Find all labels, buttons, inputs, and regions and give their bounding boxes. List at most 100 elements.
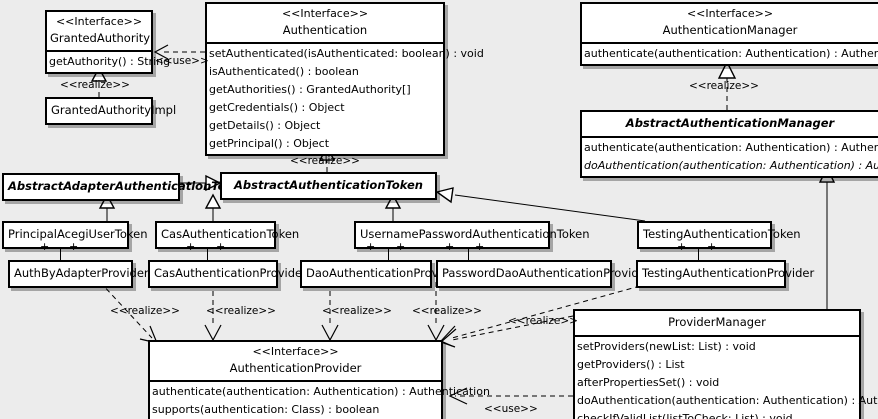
class-header: CasAuthenticationProvider — [150, 262, 307, 286]
class-header: <<Interface>> Authentication — [207, 4, 443, 42]
class-name: PrincipalAcegiUserToken — [8, 227, 148, 241]
class-testing-authentication-token[interactable]: TestingAuthenticationToken — [637, 221, 801, 249]
compartment-divider — [47, 49, 151, 52]
class-principal-acegi-user-token[interactable]: PrincipalAcegiUserToken — [2, 221, 148, 249]
multiplicity-plus: + — [366, 240, 376, 253]
class-name: AuthByAdapterProvider — [14, 266, 149, 280]
multiplicity-plus: + — [186, 240, 196, 253]
operation: getCredentials() : Object — [209, 100, 345, 114]
compartment-divider — [582, 41, 878, 44]
operation: getPrincipal() : Object — [209, 136, 330, 150]
class-name: UsernamePasswordAuthenticationToken — [360, 227, 590, 241]
class-name: AuthenticationProvider — [229, 360, 362, 375]
class-authentication-provider[interactable]: <<Interface>> AuthenticationProvider aut… — [148, 340, 490, 419]
operations-compartment: authenticate(authentication: Authenticat… — [582, 138, 878, 176]
relation-label-realize-cas-provider: <<realize>> — [206, 305, 276, 317]
multiplicity-plus: + — [216, 240, 226, 253]
relation-label-realize-granted-authority-impl: <<realize>> — [60, 79, 130, 91]
class-granted-authority[interactable]: <<Interface>> GrantedAuthority getAuthor… — [45, 10, 171, 74]
operation: checkIfValidList(listToCheck: List) : vo… — [577, 411, 793, 419]
class-provider-manager[interactable]: ProviderManager setProviders(newList: Li… — [573, 309, 878, 419]
class-name: TestingAuthenticationToken — [643, 227, 801, 241]
multiplicity-plus: + — [707, 240, 717, 253]
relation-label-realize-password-dao-provider: <<realize>> — [412, 305, 482, 317]
class-username-password-authentication-token[interactable]: UsernamePasswordAuthenticationToken — [354, 221, 590, 249]
class-name: CasAuthenticationToken — [161, 227, 300, 241]
class-name: Authentication — [282, 22, 368, 37]
class-name: AbstractAuthenticationToken — [233, 178, 423, 192]
class-cas-authentication-provider[interactable]: CasAuthenticationProvider — [148, 260, 307, 288]
multiplicity-plus: + — [445, 240, 455, 253]
operations-compartment: setAuthenticated(isAuthenticated: boolea… — [207, 44, 484, 154]
class-header: GrantedAuthorityImpl — [47, 99, 176, 123]
operation: getProviders() : List — [577, 357, 685, 371]
class-authentication[interactable]: <<Interface>> Authentication setAuthenti… — [205, 2, 484, 156]
relation-label-realize-abstract-auth-token: <<realize>> — [290, 155, 360, 167]
relation-label-realize-auth-by-adapter: <<realize>> — [110, 305, 180, 317]
class-header: CasAuthenticationToken — [157, 223, 300, 247]
class-granted-authority-impl[interactable]: GrantedAuthorityImpl — [45, 97, 176, 125]
operation: afterPropertiesSet() : void — [577, 375, 720, 389]
class-header: TestingAuthenticationProvider — [638, 262, 815, 286]
class-testing-authentication-provider[interactable]: TestingAuthenticationProvider — [636, 260, 815, 288]
relation-label-use-provider-manager: <<use>> — [484, 403, 538, 415]
class-header: ProviderManager — [575, 311, 859, 335]
class-header: TestingAuthenticationToken — [639, 223, 801, 247]
multiplicity-plus: + — [69, 240, 79, 253]
class-header: <<Interface>> AuthenticationManager — [582, 4, 878, 42]
class-header: AbstractAdapterAuthenticationToken — [4, 175, 249, 199]
class-name: AbstractAdapterAuthenticationToken — [8, 179, 249, 193]
class-header: AbstractAuthenticationManager — [582, 112, 878, 136]
operation: authenticate(authentication: Authenticat… — [152, 384, 490, 398]
class-header: DaoAuthenticationProvider — [302, 262, 461, 286]
operation: getAuthority() : String — [49, 54, 171, 68]
relation-label-realize-abstract-auth-manager: <<realize>> — [689, 80, 759, 92]
class-cas-authentication-token[interactable]: CasAuthenticationToken — [155, 221, 300, 249]
operation: setAuthenticated(isAuthenticated: boolea… — [209, 46, 484, 60]
compartment-divider — [582, 135, 878, 138]
class-abstract-adapter-authentication-token[interactable]: AbstractAdapterAuthenticationToken — [2, 173, 249, 201]
operation: supports(authentication: Class) : boolea… — [152, 402, 380, 416]
compartment-divider — [575, 334, 859, 337]
stereotype-label: <<Interface>> — [281, 7, 369, 20]
association-line — [207, 242, 208, 260]
stereotype-label: <<Interface>> — [686, 7, 774, 20]
association-line — [468, 242, 469, 260]
compartment-divider — [207, 41, 443, 44]
class-header: PasswordDaoAuthenticationProvider — [438, 262, 650, 286]
stereotype-label: <<Interface>> — [252, 345, 339, 358]
class-dao-authentication-provider[interactable]: DaoAuthenticationProvider — [300, 260, 461, 288]
class-abstract-authentication-token[interactable]: AbstractAuthenticationToken — [220, 172, 437, 200]
class-name: TestingAuthenticationProvider — [642, 266, 815, 280]
multiplicity-plus: + — [677, 240, 687, 253]
operation: doAuthentication(authentication: Authent… — [584, 158, 878, 172]
operations-compartment: getAuthority() : String — [47, 52, 171, 72]
association-line — [698, 242, 699, 260]
class-header: UsernamePasswordAuthenticationToken — [356, 223, 590, 247]
class-name: DaoAuthenticationProvider — [306, 266, 461, 280]
class-header: <<Interface>> AuthenticationProvider — [150, 342, 441, 380]
operation: getDetails() : Object — [209, 118, 321, 132]
class-authentication-manager[interactable]: <<Interface>> AuthenticationManager auth… — [580, 2, 878, 66]
operation: doAuthentication(authentication: Authent… — [577, 393, 878, 407]
class-password-dao-authentication-provider[interactable]: PasswordDaoAuthenticationProvider — [436, 260, 650, 288]
class-abstract-authentication-manager[interactable]: AbstractAuthenticationManager authentica… — [580, 110, 878, 178]
multiplicity-plus: + — [396, 240, 406, 253]
multiplicity-plus: + — [40, 240, 50, 253]
operations-compartment: setProviders(newList: List) : void getPr… — [575, 337, 878, 419]
operations-compartment: authenticate(authentication: Authenticat… — [582, 44, 878, 64]
class-header: AuthByAdapterProvider — [10, 262, 149, 286]
class-name: GrantedAuthority — [50, 30, 151, 45]
operations-compartment: authenticate(authentication: Authenticat… — [150, 382, 490, 419]
relation-label-realize-testing-provider: <<realize>> — [508, 315, 578, 327]
operation: isAuthenticated() : boolean — [209, 64, 359, 78]
association-line — [60, 242, 61, 260]
class-header: PrincipalAcegiUserToken — [4, 223, 148, 247]
compartment-divider — [150, 379, 441, 382]
class-header: AbstractAuthenticationToken — [222, 174, 435, 198]
operation: setProviders(newList: List) : void — [577, 339, 756, 353]
class-auth-by-adapter-provider[interactable]: AuthByAdapterProvider — [8, 260, 149, 288]
multiplicity-plus: + — [475, 240, 485, 253]
operation: authenticate(authentication: Authenticat… — [584, 46, 878, 60]
